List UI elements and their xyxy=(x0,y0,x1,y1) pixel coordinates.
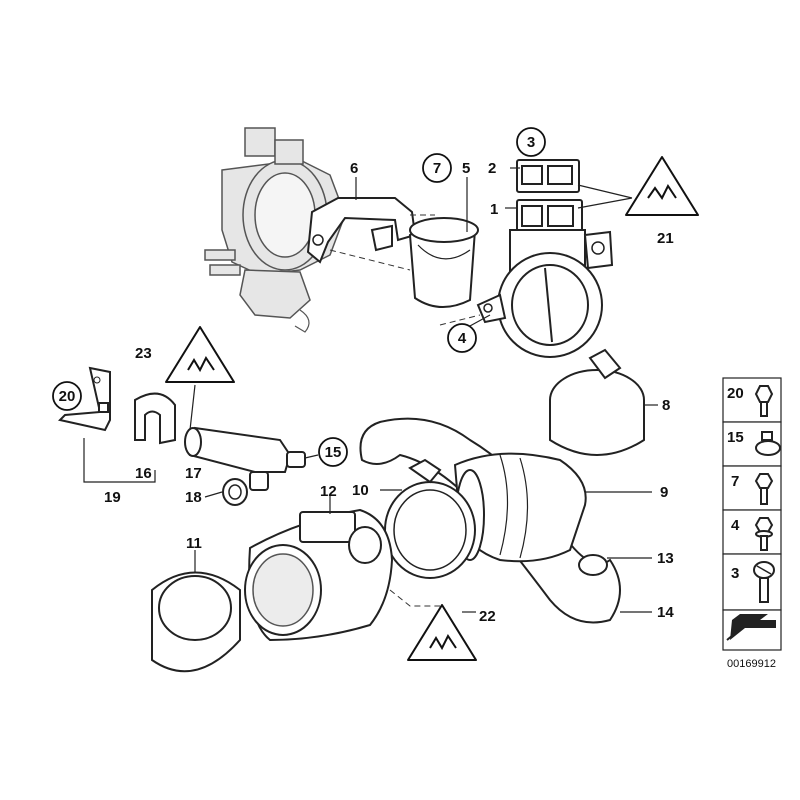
throttle-housing-with-actuator xyxy=(476,159,614,358)
rubber-ring-part-11 xyxy=(151,571,241,673)
hex-bolt-washer-icon xyxy=(754,385,774,417)
label-part-13: 13 xyxy=(657,550,674,567)
air-mass-meter-part-12 xyxy=(244,508,394,642)
warning-triangle-23 xyxy=(165,326,235,383)
svg-text:20: 20 xyxy=(59,388,76,405)
fastener-legend: 20 15 7 4 3 xyxy=(722,377,782,651)
label-part-2: 2 xyxy=(488,160,496,177)
label-part-1: 1 xyxy=(490,201,498,218)
label-part-17: 17 xyxy=(185,465,202,482)
throttle-body-housing xyxy=(204,127,346,333)
legend-label-4: 4 xyxy=(731,517,740,534)
electric-pump-part-17 xyxy=(184,426,306,491)
svg-text:7: 7 xyxy=(433,160,441,177)
connector-part-13 xyxy=(578,554,608,576)
bracket-part-6 xyxy=(306,197,417,264)
label-part-9: 9 xyxy=(660,484,668,501)
hex-bolt-washer-icon xyxy=(754,517,774,551)
svg-text:4: 4 xyxy=(458,330,467,347)
legend-label-15: 15 xyxy=(727,429,744,446)
label-part-10: 10 xyxy=(352,482,369,499)
label-part-21: 21 xyxy=(657,230,674,247)
callout-circle-3: 3 xyxy=(516,127,546,157)
hose-clamp-part-8 xyxy=(549,348,645,456)
legend-label-3: 3 xyxy=(731,565,739,582)
label-part-8: 8 xyxy=(662,397,670,414)
callout-circle-7: 7 xyxy=(422,153,452,183)
svg-text:15: 15 xyxy=(325,444,342,461)
reference-number: 00169912 xyxy=(727,658,776,670)
intake-boot-part-9 xyxy=(453,452,587,563)
label-part-22: 22 xyxy=(479,608,496,625)
slotted-screw-icon xyxy=(753,561,775,603)
warning-triangle-22 xyxy=(407,604,477,661)
warning-triangle-21 xyxy=(625,156,699,216)
view-direction-arrow-icon xyxy=(726,614,776,641)
hose-clamp-part-10 xyxy=(384,458,476,579)
label-part-12: 12 xyxy=(320,483,337,500)
label-part-23: 23 xyxy=(135,345,152,362)
hex-bolt-icon xyxy=(754,473,774,505)
callout-circle-15: 15 xyxy=(318,437,348,467)
svg-text:3: 3 xyxy=(527,134,535,151)
legend-label-20: 20 xyxy=(727,385,744,402)
label-part-18: 18 xyxy=(185,489,202,506)
label-part-5: 5 xyxy=(462,160,470,177)
label-part-19: 19 xyxy=(104,489,121,506)
bracket-part-19 xyxy=(58,366,111,432)
rubber-ring-part-5 xyxy=(408,217,479,308)
callout-circle-4: 4 xyxy=(447,323,477,353)
seal-part-18 xyxy=(222,478,248,506)
retaining-clip-part-16 xyxy=(134,392,176,445)
hose-clamp-icon xyxy=(755,431,781,456)
legend-label-7: 7 xyxy=(731,473,739,490)
label-part-6: 6 xyxy=(350,160,358,177)
label-part-14: 14 xyxy=(657,604,674,621)
label-part-11: 11 xyxy=(186,535,202,552)
label-part-16: 16 xyxy=(135,465,152,482)
callout-circle-20: 20 xyxy=(52,381,82,411)
